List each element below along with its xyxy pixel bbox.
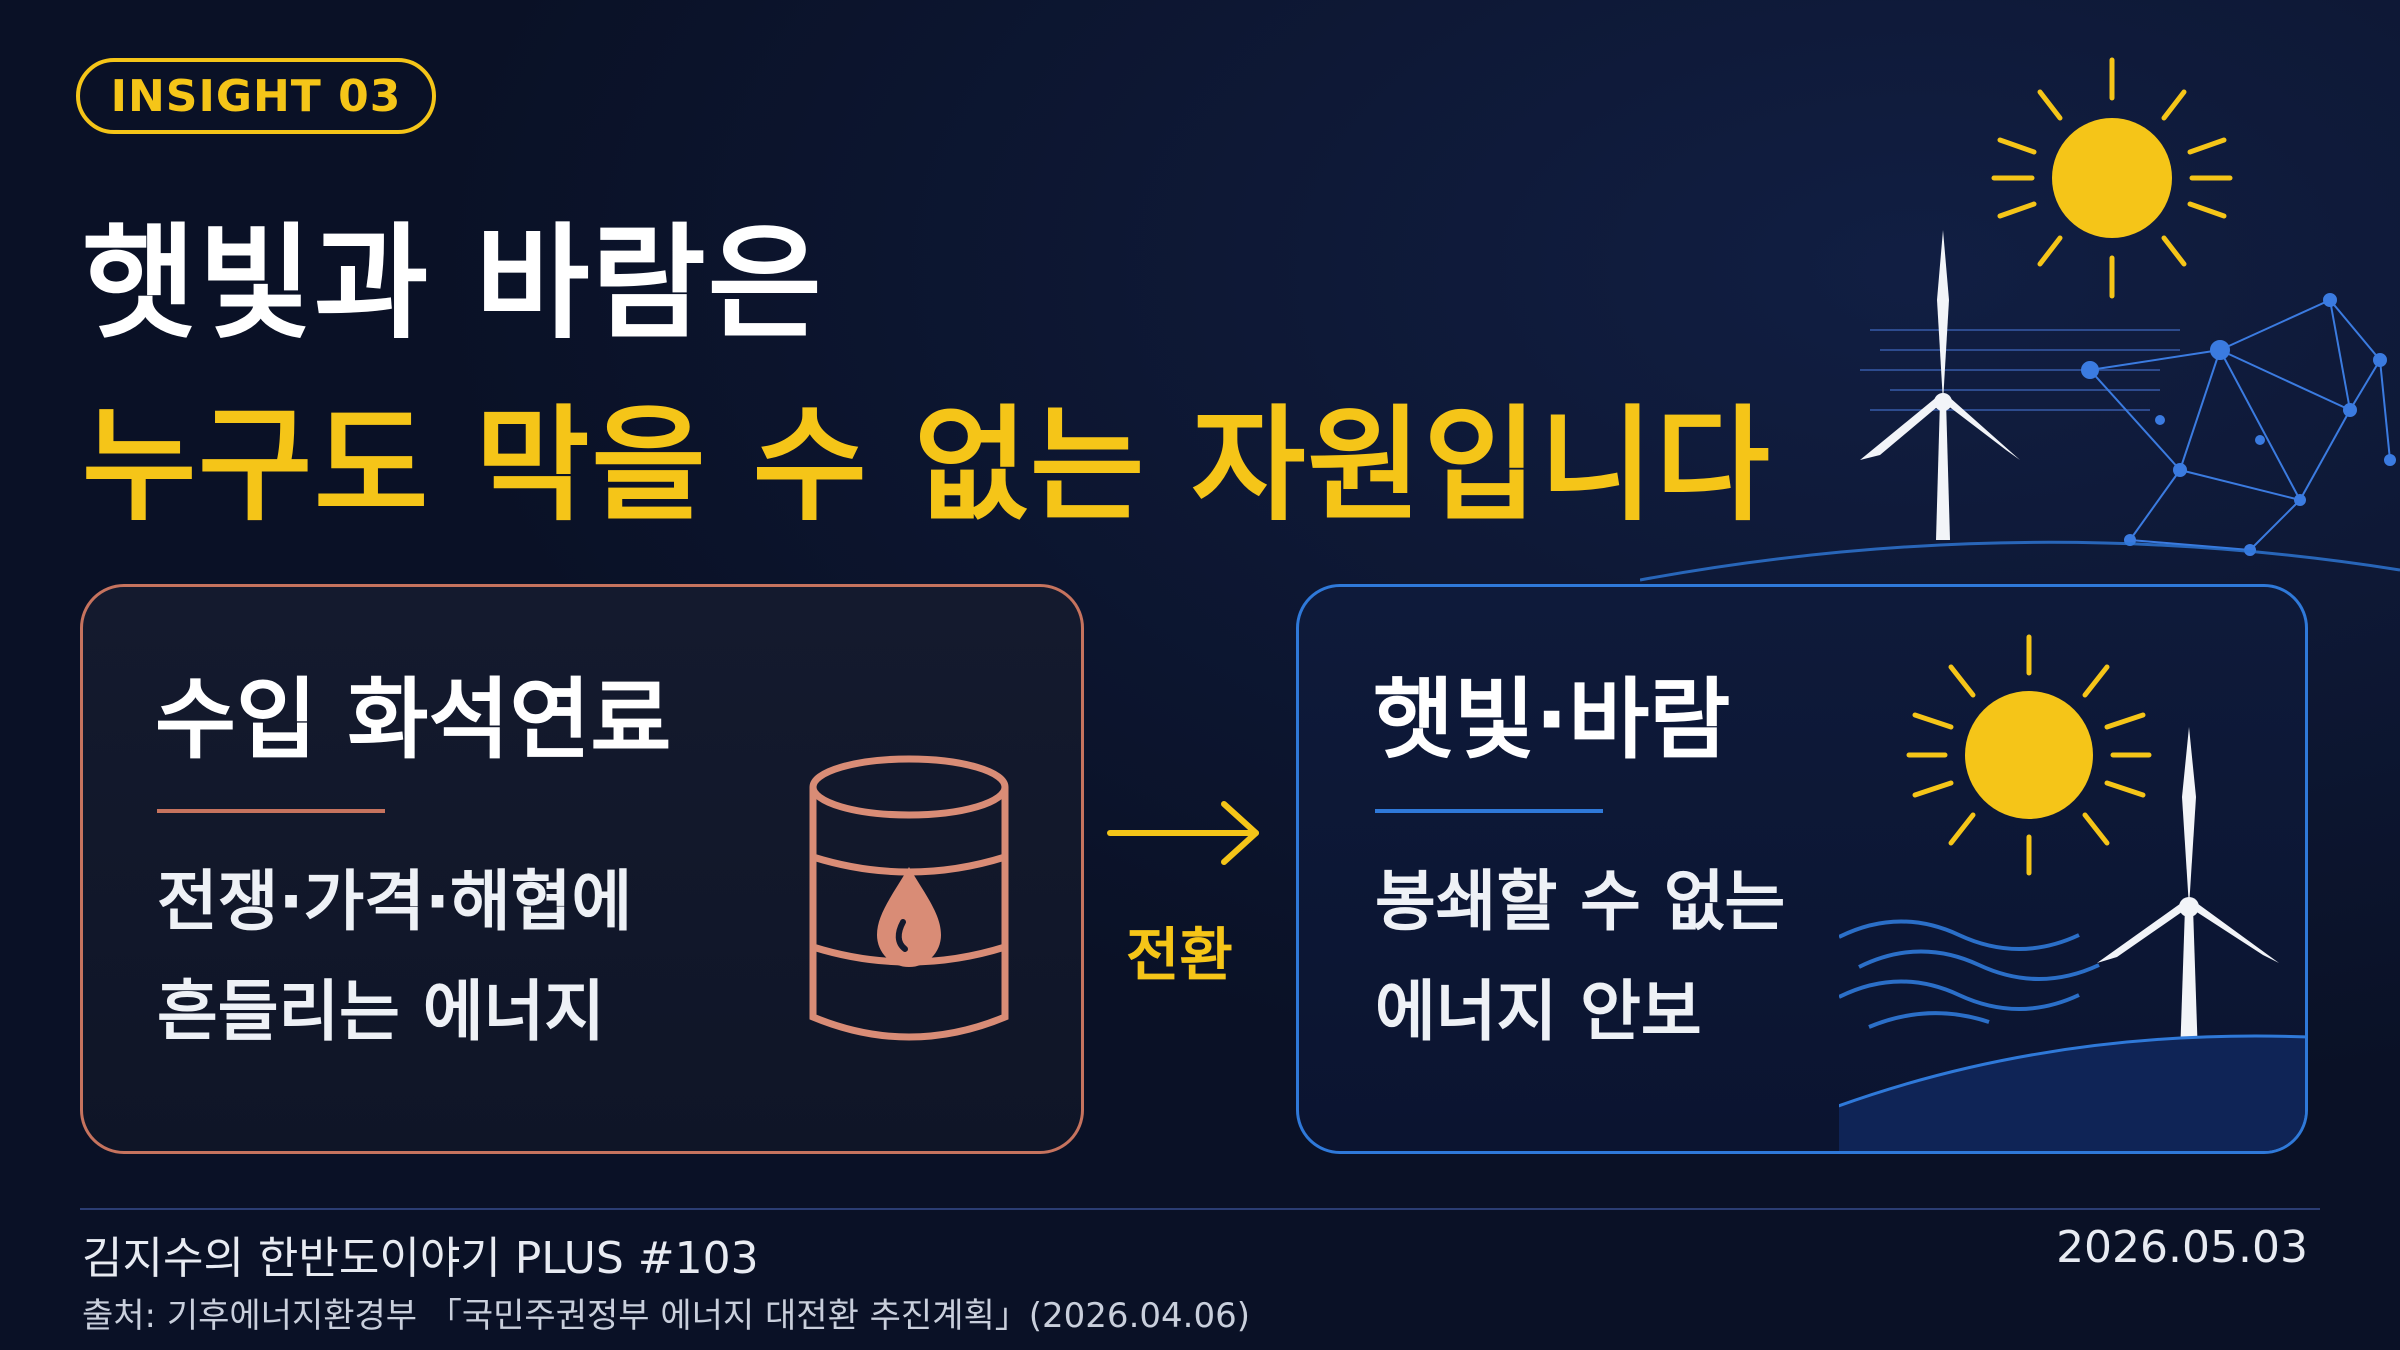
card-divider	[157, 809, 385, 813]
imported-fossil-fuel-card: 수입 화석연료 전쟁·가격·해협에 흔들리는 에너지	[80, 584, 1084, 1154]
wind-lines	[1860, 329, 2180, 411]
card-body-line-1: 전쟁·가격·해협에	[157, 863, 633, 940]
headline-line-1: 햇빛과 바람은	[82, 212, 824, 356]
wind-waves	[1839, 919, 2100, 1029]
transition-label: 전환	[1126, 921, 1233, 989]
source-citation: 출처: 기후에너지환경부 「국민주권정부 에너지 대전환 추진계획」(2026.…	[82, 1296, 1250, 1336]
insight-tag: INSIGHT 03	[76, 58, 436, 134]
card-title: 수입 화석연료	[155, 668, 672, 771]
header-illustration	[1640, 57, 2400, 582]
hill-curve	[1839, 1034, 2305, 1151]
card-title: 햇빛·바람	[1373, 668, 1731, 771]
network-graph	[2081, 293, 2396, 556]
card-body-line-2: 흔들리는 에너지	[157, 973, 606, 1050]
sun-icon	[1906, 634, 2152, 876]
card-body-line-1: 봉쇄할 수 없는	[1375, 863, 1786, 940]
card-divider	[1375, 809, 1603, 813]
card-body-line-2: 에너지 안보	[1375, 973, 1702, 1050]
series-label: 김지수의 한반도이야기 PLUS #103	[82, 1233, 759, 1284]
oil-barrel-icon	[809, 755, 1009, 1041]
sun-wind-card: 햇빛·바람 봉쇄할 수 없는 에너지 안보	[1296, 584, 2308, 1154]
wind-turbine-icon	[1860, 230, 2020, 540]
wind-turbine-icon	[2097, 727, 2279, 1087]
horizon-curve	[1640, 540, 2400, 582]
arrow-right-icon	[1107, 801, 1259, 865]
footer-divider	[80, 1208, 2320, 1210]
sun-icon	[1991, 57, 2233, 299]
headline-line-2: 누구도 막을 수 없는 자원입니다	[82, 394, 1772, 538]
publish-date: 2026.05.03	[2056, 1222, 2308, 1273]
sun-and-wind-turbine-icon	[1839, 634, 2305, 1151]
